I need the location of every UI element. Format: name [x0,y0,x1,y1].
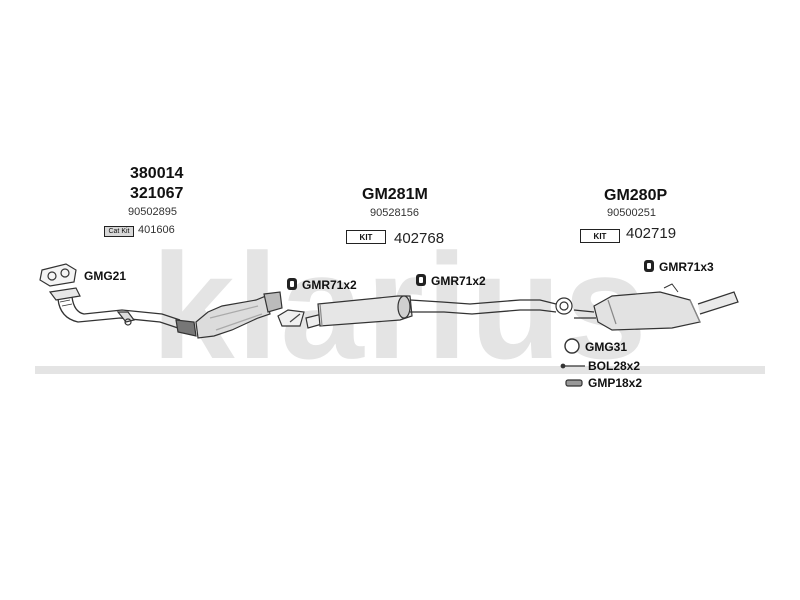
rubber-mount-icon-3 [644,260,654,272]
middle-kit-number: 402768 [394,230,445,247]
gasket-ring-label: GMG31 [585,340,628,354]
pipe-clamps-label: GMP18x2 [588,376,643,390]
rubber-mount-icon-2 [416,274,426,286]
mid-clamp-shape [277,309,323,329]
accessory-icons [560,338,585,387]
front-oe-number: 90502895 [128,206,177,218]
middle-kit-label: KIT [359,232,373,242]
rear-kit-number: 402719 [626,225,677,242]
rear-kit-icon: KIT [580,229,620,243]
gasket-front-label: GMG21 [84,269,127,283]
rubber-mount-label-2: GMR71x2 [431,274,486,288]
front-kit-number: 401606 [138,224,175,236]
front-code-2: 321067 [130,185,184,202]
middle-silencer-shape [317,295,557,327]
front-kit-icon: Cat Kit [104,226,134,237]
rear-kit-label: KIT [593,231,607,241]
rear-silencer-shape [573,283,739,331]
front-gasket-shape [39,263,77,287]
bolts-label: BOL28x2 [588,359,641,373]
watermark-underline [35,366,765,374]
rear-oe-number: 90500251 [607,207,656,219]
pipe-clamp-icon [565,379,583,387]
middle-kit-icon: KIT [346,230,386,244]
rubber-mount-label-3: GMR71x3 [659,260,714,274]
rear-code: GM280P [604,187,668,204]
front-code-1: 380014 [130,165,184,182]
catalytic-converter-shape [195,291,283,339]
rubber-mount-icon-1 [287,278,297,290]
gasket-ring-icon [564,338,580,354]
middle-oe-number: 90528156 [370,207,419,219]
middle-code: GM281M [362,186,428,203]
joint-ring-shape [555,297,573,315]
front-pipe-shape [48,287,197,337]
rubber-mount-label-1: GMR71x2 [302,278,357,292]
front-kit-label: Cat Kit [108,228,130,235]
